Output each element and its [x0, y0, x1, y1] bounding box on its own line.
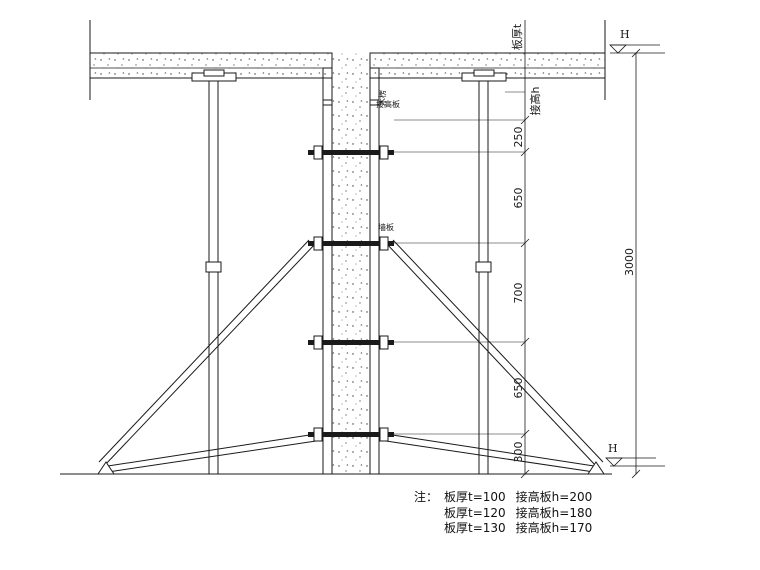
- slab: [89, 52, 606, 79]
- note-row: 板厚t=120 接高板h=180: [414, 506, 592, 522]
- tie-rod: [308, 427, 394, 442]
- note-thickness: 板厚t=130: [444, 521, 506, 535]
- note-row: 板厚t=130 接高板h=170: [414, 521, 592, 537]
- note-raise: 接高板h=180: [515, 505, 593, 520]
- note-raise: 接高板h=200: [515, 490, 593, 504]
- dim-segment: 300: [512, 442, 525, 463]
- label-wood-joist: 木楞: [377, 90, 387, 106]
- level-label-bottom: H: [608, 442, 618, 455]
- label-slab-thickness: 板厚t: [510, 23, 524, 50]
- overall-dimension: [610, 48, 665, 479]
- dim-segment: 700: [512, 283, 525, 304]
- tie-rod: [308, 145, 394, 160]
- tie-rod: [308, 335, 394, 350]
- dim-segment: 650: [512, 188, 525, 209]
- tie-rod: [308, 236, 394, 251]
- dim-segment: 650: [512, 378, 525, 399]
- notes-block: 注： 板厚t=100 接高板h=200 板厚t=120 接高板h=180 板厚t=13…: [414, 490, 592, 537]
- level-label-top: H: [620, 28, 630, 41]
- dimension-chain: [520, 20, 530, 479]
- wall-formwork: [322, 67, 380, 474]
- left-prop: [191, 69, 237, 474]
- label-raise-height: 接高h: [528, 86, 542, 115]
- extension-lines: [394, 91, 525, 435]
- label-wall-board: 墙板: [378, 222, 394, 232]
- dim-segment: 250: [512, 127, 525, 148]
- notes-prefix: 注：: [414, 490, 439, 504]
- level-mark-top: H: [609, 28, 660, 54]
- note-thickness: 板厚t=120: [444, 505, 506, 520]
- label-raise-board: 接高板: [376, 99, 400, 109]
- right-prop: [461, 69, 507, 474]
- level-mark-bottom: H: [605, 442, 656, 467]
- concrete-wall: [331, 53, 371, 474]
- note-raise: 接高板h=170: [515, 521, 593, 535]
- diagonal-braces: [97, 239, 605, 475]
- dim-total: 3000: [623, 248, 636, 276]
- note-row: 注： 板厚t=100 接高板h=200: [414, 490, 592, 506]
- note-thickness: 板厚t=100: [444, 490, 506, 504]
- tie-rods: [308, 145, 394, 442]
